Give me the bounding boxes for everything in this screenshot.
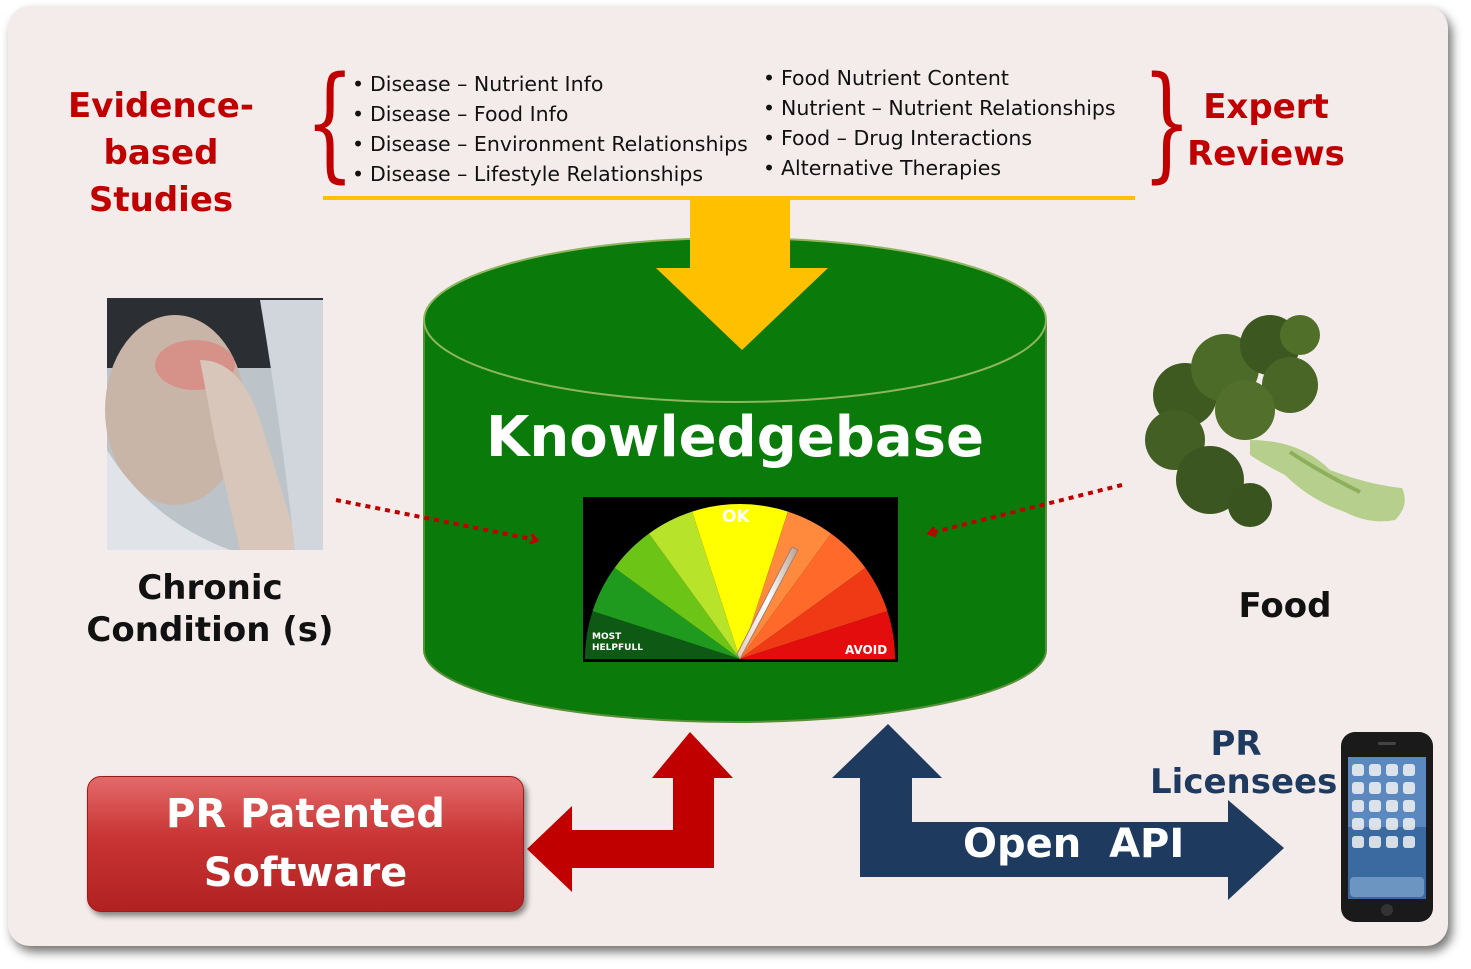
broccoli-photo <box>1145 315 1405 527</box>
smartphone-icon <box>1341 732 1433 922</box>
licensees-line2: Licensees <box>1150 762 1338 802</box>
list-item: Disease – Nutrient Info <box>352 69 748 99</box>
food-label: Food <box>1238 586 1332 626</box>
right-brace-icon: } <box>1142 50 1192 195</box>
gauge-icon <box>583 497 898 662</box>
list-item: Alternative Therapies <box>763 153 1116 183</box>
list-item: Nutrient – Nutrient Relationships <box>763 93 1116 123</box>
man-headache-photo <box>105 298 323 550</box>
evidence-based-studies-label: Evidence-based Studies <box>22 83 300 224</box>
gauge-ok-label: OK <box>722 507 750 527</box>
gauge-helpfull-text: HELPFULL <box>592 643 643 653</box>
food-info-list: Food Nutrient Content Nutrient – Nutrien… <box>763 63 1116 183</box>
disease-info-list: Disease – Nutrient Info Disease – Food I… <box>352 69 748 189</box>
list-item: Disease – Lifestyle Relationships <box>352 159 748 189</box>
expert-line2: Reviews <box>1187 134 1345 174</box>
gold-down-arrow <box>656 200 828 350</box>
knowledgebase-title: Knowledgebase <box>486 405 984 470</box>
chronic-to-kb-arrow <box>335 498 536 540</box>
list-item: Food – Drug Interactions <box>763 123 1116 153</box>
api-double-arrow <box>832 724 1284 900</box>
software-line2: Software <box>203 850 408 896</box>
left-brace-icon: { <box>305 50 355 195</box>
expert-reviews-label: Expert Reviews <box>1180 84 1352 178</box>
gauge-avoid-label: AVOID <box>845 643 888 657</box>
list-item: Disease – Food Info <box>352 99 748 129</box>
expert-line1: Expert <box>1203 87 1329 127</box>
pr-patented-software-box: PR Patented Software <box>87 776 524 912</box>
software-double-arrow <box>527 732 733 892</box>
software-line1: PR Patented <box>166 791 445 837</box>
open-api-label: Open API <box>963 821 1185 867</box>
pr-licensees-label: PR Licensees <box>1150 724 1338 802</box>
chronic-line2: Condition (s) <box>86 610 334 650</box>
evidence-line2: Studies <box>88 180 234 220</box>
chronic-line1: Chronic <box>137 568 283 608</box>
food-to-kb-arrow <box>930 483 1123 533</box>
evidence-line1: Evidence-based <box>68 86 254 173</box>
chronic-condition-label: Chronic Condition (s) <box>70 567 350 651</box>
gauge-most-helpful-label: MOST HELPFULL <box>592 632 643 654</box>
list-item: Disease – Environment Relationships <box>352 129 748 159</box>
list-item: Food Nutrient Content <box>763 63 1116 93</box>
licensees-line1: PR <box>1210 724 1262 764</box>
gauge-most-text: MOST <box>592 632 622 642</box>
